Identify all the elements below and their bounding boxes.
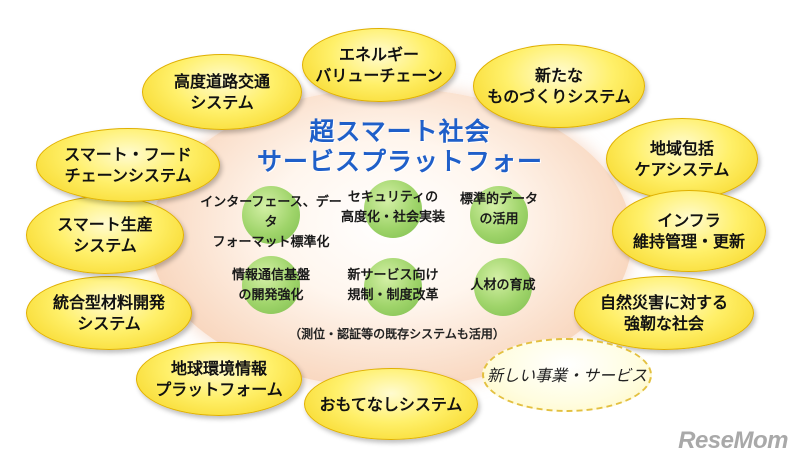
system-bubble-manufacturing: 新たな ものづくりシステム: [473, 44, 645, 128]
green-circle: [470, 186, 528, 244]
system-bubble-materials: 統合型材料開発 システム: [26, 276, 192, 350]
system-bubble-new-business: 新しい事業・サービス: [482, 338, 652, 412]
platform-item-ict-infrastructure: 情報通信基盤 の開発強化: [231, 268, 310, 303]
platform-item-security: セキュリティの 高度化・社会実装: [340, 190, 445, 225]
platform-item-regulation-reform: 新サービス向け 規制・制度改革: [347, 268, 439, 303]
platform-item-interface: インターフェース、データ フォーマット標準化: [200, 195, 342, 250]
platform-item-human-resources: 人材の育成: [470, 278, 536, 293]
platform-title: 超スマート社会: [309, 117, 491, 146]
system-bubble-smart-food: スマート・フード チェーンシステム: [36, 128, 220, 202]
green-circle: [474, 258, 532, 316]
platform-note: （測位・認証等の既存システムも活用）: [289, 327, 505, 341]
system-bubble-hospitality: おもてなしシステム: [304, 368, 478, 440]
platform-item-standard-data: 標準的データ の活用: [459, 192, 538, 227]
system-bubble-smart-production: スマート生産 システム: [26, 196, 184, 274]
system-bubble-earth-environment: 地球環境情報 プラットフォーム: [136, 342, 302, 416]
resemom-logo: ReseMom: [678, 427, 788, 454]
system-bubble-energy: エネルギー バリューチェーン: [302, 28, 456, 102]
system-bubble-its: 高度道路交通 システム: [142, 54, 302, 130]
system-bubble-disaster-resilience: 自然災害に対する 強靭な社会: [574, 276, 754, 350]
green-circle: [364, 258, 422, 316]
green-circle: [364, 180, 422, 238]
system-bubble-regional-care: 地域包括 ケアシステム: [606, 118, 758, 200]
green-circle: [242, 186, 300, 244]
system-bubble-infrastructure: インフラ 維持管理・更新: [612, 190, 766, 272]
green-circle: [242, 256, 300, 314]
